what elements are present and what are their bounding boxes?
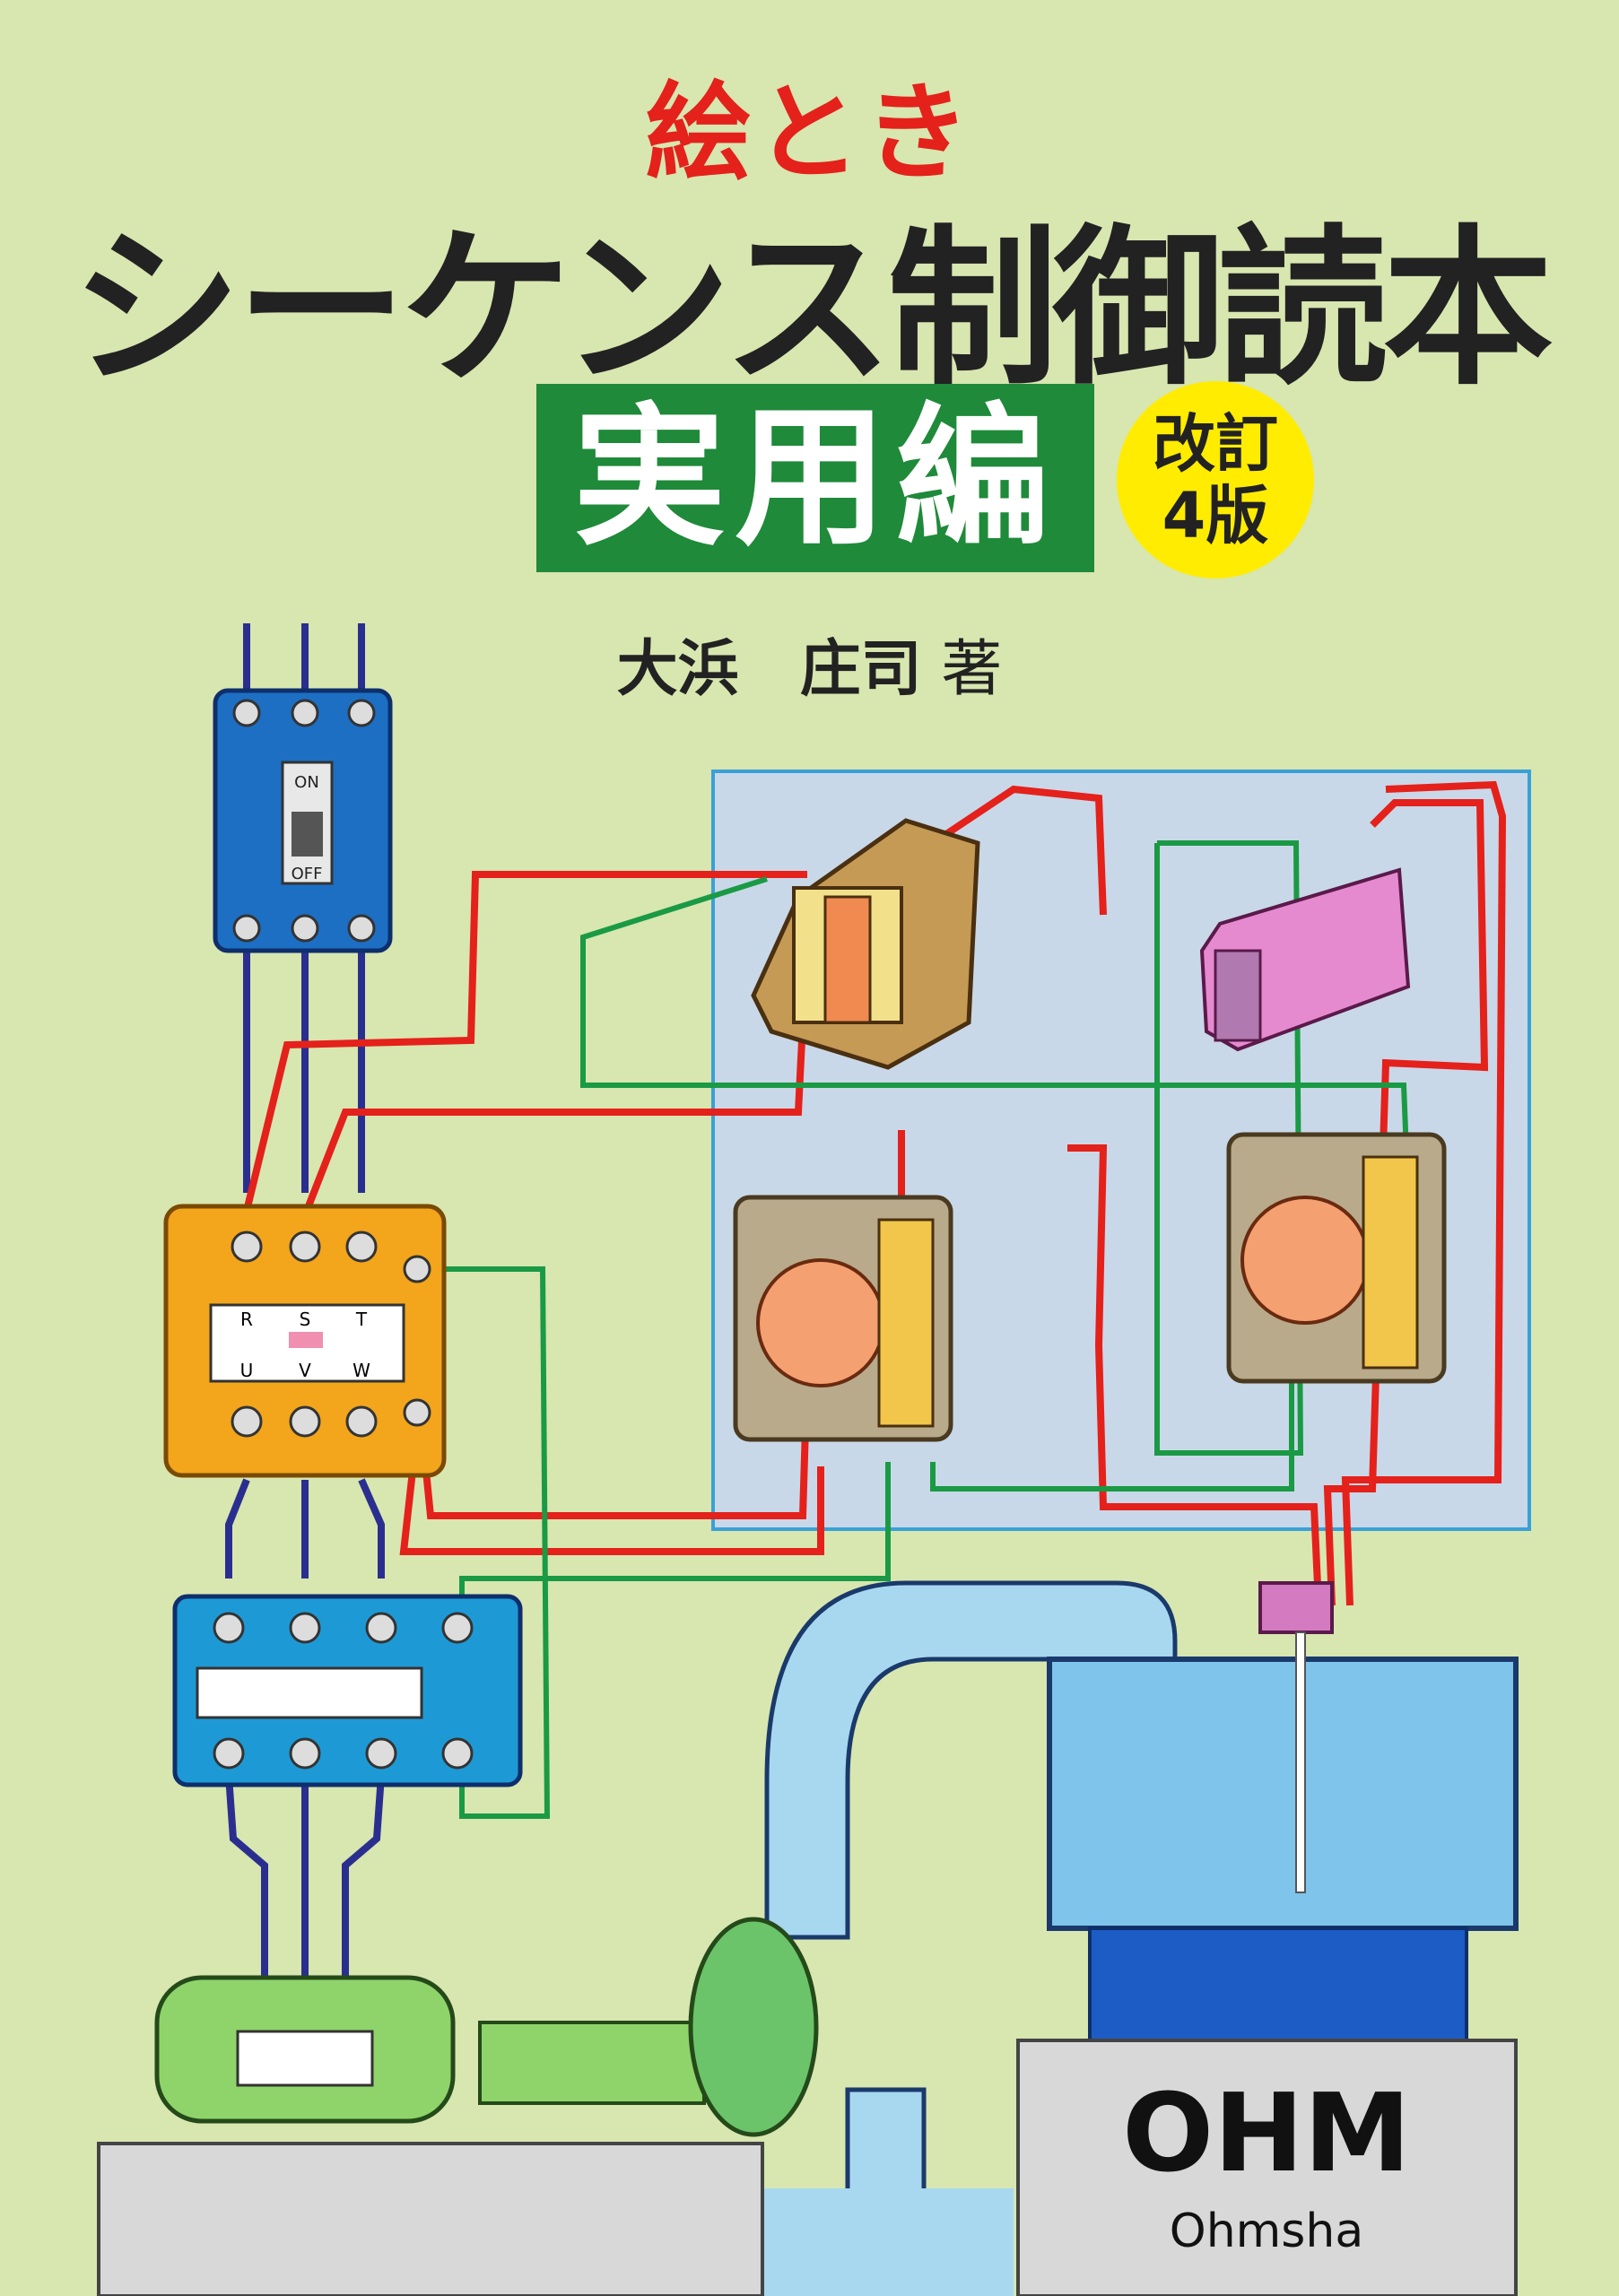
motor [154,1975,456,2124]
revision-badge: 改訂 4版 [1117,381,1314,578]
contactor-label-s: S [300,1309,311,1330]
revision-line-2: 4版 [1162,479,1269,552]
relay-right [1226,1132,1447,1384]
cover-title: シーケンス制御読本 [71,210,1554,408]
revision-line-1: 改訂 [1153,407,1278,481]
publisher-logo-mark: OHM [1122,2072,1411,2196]
contactor-label-r: R [240,1309,253,1330]
circuit-breaker: ON OFF [213,688,393,953]
contactor-label-t: T [355,1309,368,1330]
publisher-logo: OHM Ohmsha [1122,2072,1411,2258]
pipework [753,1580,1178,2296]
breaker-on-label: ON [294,773,319,792]
pump [478,1917,819,2137]
tank-base [1016,2039,1518,2296]
author-line: 大浜 庄司 著 [0,619,1619,708]
contactor-label-v: V [299,1360,311,1381]
relay-left [733,1195,953,1442]
breaker-off-label: OFF [292,865,323,883]
transformer [751,818,980,1070]
fuse-holder [1199,867,1411,1052]
cover-subtitle: 絵とき [645,71,974,195]
edition-label: 実用編 [536,384,1094,572]
publisher-name: Ohmsha [1170,2205,1363,2258]
contactor-label-w: W [353,1360,370,1381]
contactor-label-u: U [240,1360,254,1381]
motor-base [97,2142,764,2296]
magnetic-contactor: R S T U V W [163,1204,447,1478]
author-suffix: 著 [941,634,1003,705]
author-name: 大浜 庄司 [616,634,922,705]
thermal-relay [172,1594,523,1787]
